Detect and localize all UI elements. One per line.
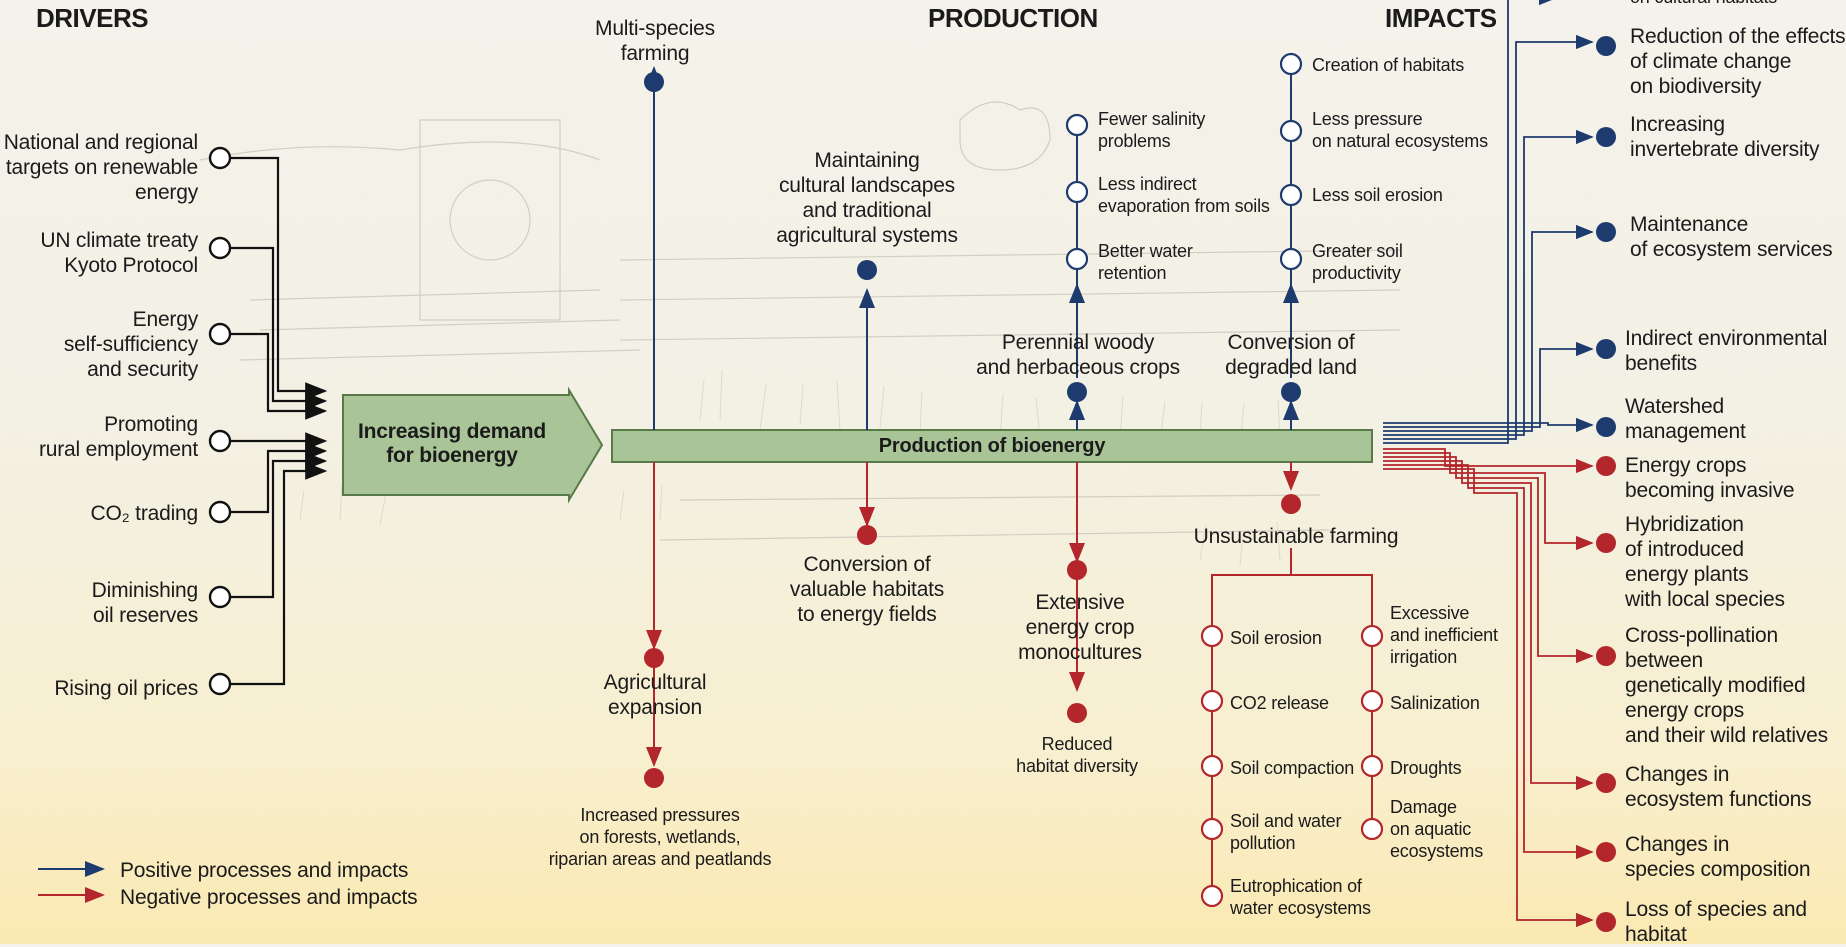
greater-soil-productivity: Greater soil productivity <box>1312 241 1403 283</box>
excessive-irrigation: Excessive and inefficient irrigation <box>1390 603 1498 667</box>
reduced-habitat-diversity: Reduced habitat diversity <box>1016 734 1138 776</box>
impact-hybridization: Hybridization of introduced energy plant… <box>1625 513 1785 611</box>
impact-species-composition: Changes in species composition <box>1625 833 1811 881</box>
production-bar-label: Production of bioenergy <box>878 435 1106 457</box>
maintaining-cultural-landscapes: Maintaining cultural landscapes and trad… <box>776 149 958 247</box>
unsustainable-farming: Unsustainable farming <box>1193 525 1399 548</box>
driver-node-2 <box>208 236 232 260</box>
soil-erosion: Soil erosion <box>1230 628 1322 648</box>
creation-of-habitats: Creation of habitats <box>1312 55 1465 75</box>
increasing-demand-label: Increasing demand for bioenergy <box>358 420 546 467</box>
extensive-monocultures: Extensive energy crop monocultures <box>1018 591 1142 664</box>
droughts: Droughts <box>1390 758 1462 778</box>
soil-compaction: Soil compaction <box>1230 758 1355 778</box>
driver-oil-reserves: Diminishing oil reserves <box>91 579 199 627</box>
driver-un-climate: UN climate treaty Kyoto Protocol <box>40 229 198 277</box>
demand-arrow-shape <box>342 386 604 504</box>
agricultural-expansion: Agricultural expansion <box>603 671 707 719</box>
impact-indirect-benefits: Indirect environmental benefits <box>1625 327 1828 375</box>
driver-connector <box>231 246 328 410</box>
driver-oil-prices: Rising oil prices <box>54 677 198 700</box>
less-soil-erosion: Less soil erosion <box>1312 185 1443 205</box>
co2-release: CO2 release <box>1230 693 1329 713</box>
drivers-header: DRIVERS <box>36 3 149 33</box>
driver-node-4 <box>208 429 232 453</box>
legend-positive: Positive processes and impacts <box>120 859 409 882</box>
driver-node-3 <box>208 322 232 346</box>
better-water-retention: Better water retention <box>1098 241 1193 283</box>
driver-connector <box>231 156 328 400</box>
driver-node-6 <box>208 585 232 609</box>
legend-negative: Negative processes and impacts <box>120 886 418 909</box>
less-pressure: Less pressure on natural ecosystems <box>1312 109 1488 151</box>
impact-invertebrate: Increasing invertebrate diversity <box>1630 113 1820 161</box>
eutrophication: Eutrophication of water ecosystems <box>1230 876 1371 918</box>
impact-watershed: Watershed management <box>1625 395 1746 443</box>
driver-node-5 <box>208 500 232 524</box>
soil-water-pollution: Soil and water pollution <box>1230 811 1342 853</box>
impact-clipped-top: on cultural habitats <box>1630 0 1777 8</box>
driver-connector <box>231 332 328 420</box>
impacts-header: IMPACTS <box>1385 3 1497 33</box>
driver-connector <box>231 462 328 686</box>
production-bar-shape <box>611 429 1373 463</box>
impact-loss-of-species: Loss of species and habitat <box>1625 898 1807 946</box>
fewer-salinity: Fewer salinity problems <box>1098 109 1206 151</box>
multi-species-farming: Multi-species farming <box>595 17 715 65</box>
driver-node-7 <box>208 672 232 696</box>
impact-ecosystem-services: Maintenance of ecosystem services <box>1630 213 1833 261</box>
driver-co2-trading: CO₂ trading <box>90 502 199 525</box>
production-header: PRODUCTION <box>928 3 1098 33</box>
driver-rural-employment: Promoting rural employment <box>38 413 198 461</box>
impact-cross-pollination: Cross-pollination between genetically mo… <box>1625 624 1828 747</box>
increased-pressures: Increased pressures on forests, wetlands… <box>548 805 772 869</box>
salinization: Salinization <box>1390 693 1480 713</box>
driver-node-1 <box>208 146 232 170</box>
driver-connector <box>231 452 328 599</box>
impact-climate-change: Reduction of the effects of climate chan… <box>1630 25 1846 98</box>
impact-invasive: Energy crops becoming invasive <box>1625 454 1795 502</box>
driver-national-targets: National and regional targets on renewab… <box>3 131 198 204</box>
conversion-valuable-habitats: Conversion of valuable habitats to energ… <box>789 553 945 626</box>
damage-aquatic: Damage on aquatic ecosystems <box>1390 797 1484 861</box>
impact-ecosystem-functions: Changes in ecosystem functions <box>1625 763 1812 811</box>
driver-connector <box>231 442 328 514</box>
driver-energy-security: Energy self-sufficiency and security <box>63 308 198 381</box>
perennial-crops: Perennial woody and herbaceous crops <box>976 331 1180 379</box>
less-evaporation: Less indirect evaporation from soils <box>1098 174 1270 216</box>
conversion-degraded-land: Conversion of degraded land <box>1225 331 1357 379</box>
